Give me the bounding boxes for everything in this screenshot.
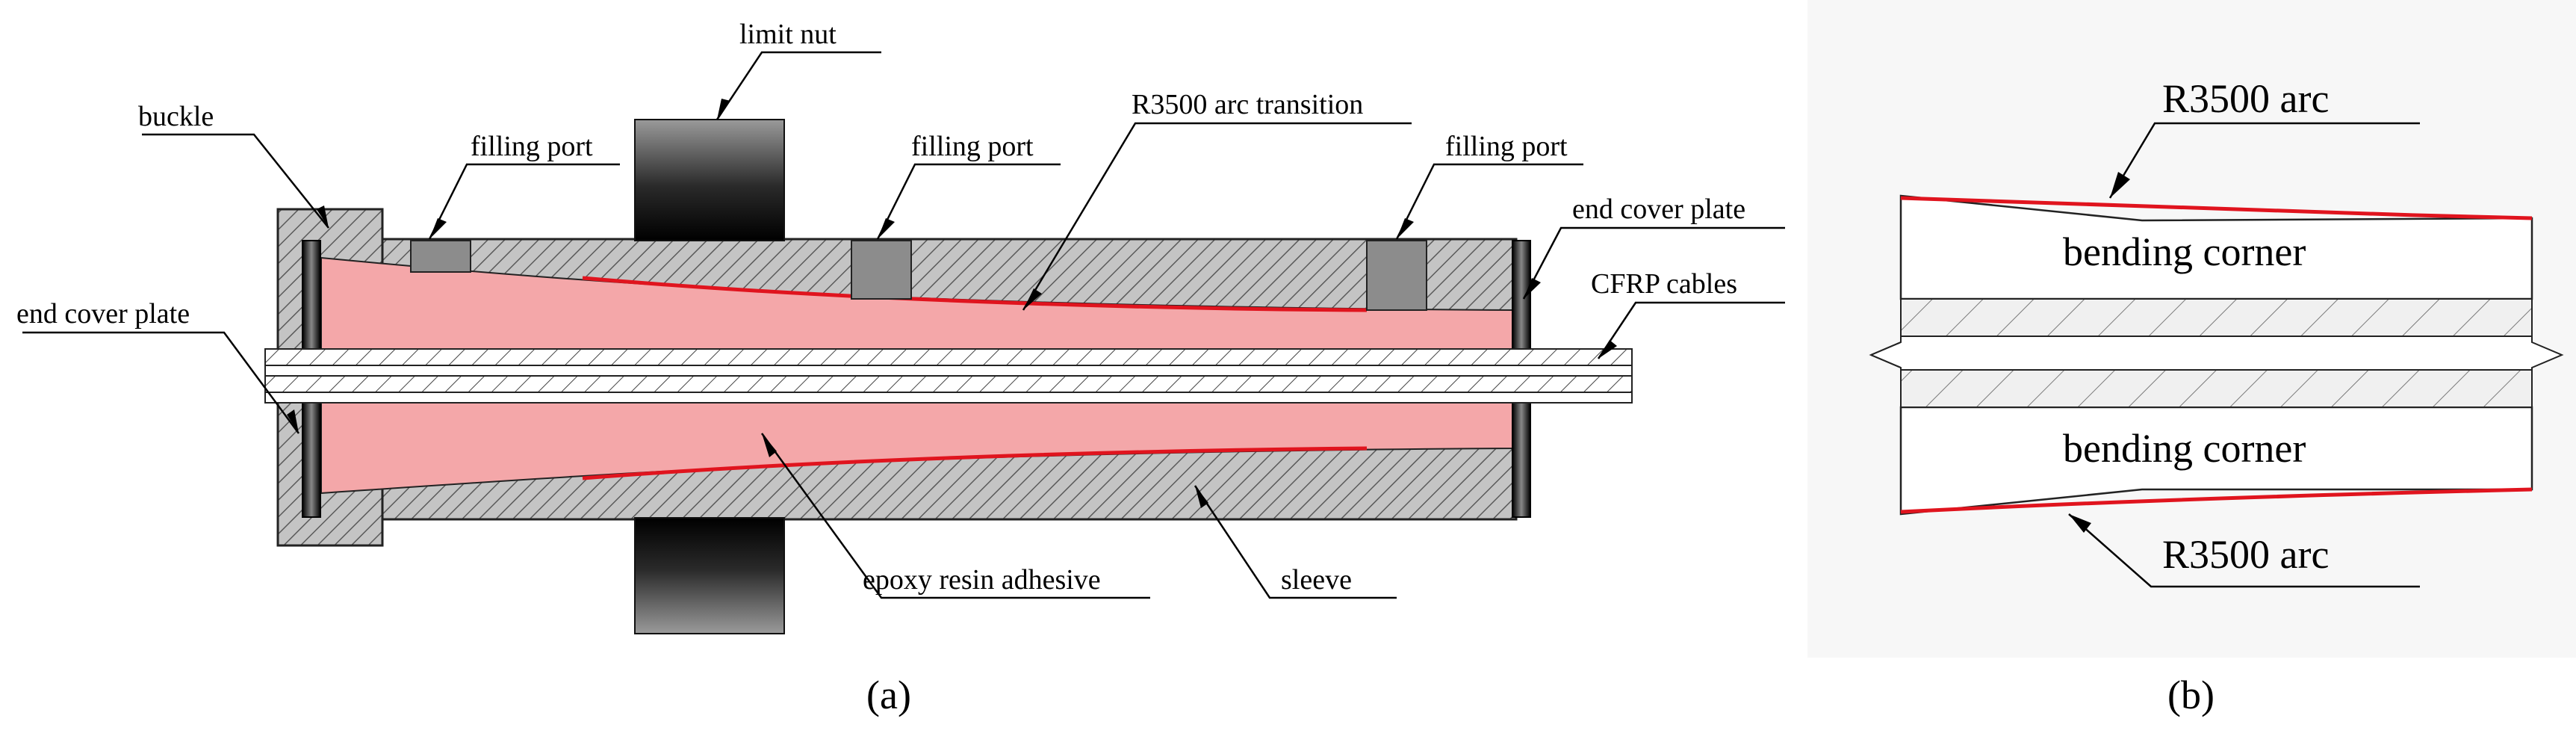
label-limit-nut: limit nut <box>739 19 837 50</box>
b-label-r3500-top: R3500 arc <box>2162 76 2329 121</box>
cfrp-cables <box>264 348 1633 404</box>
caption-a: (a) <box>866 673 911 717</box>
r3500-arc-upper <box>582 276 1368 312</box>
b-label-r3500-bottom: R3500 arc <box>2162 532 2329 577</box>
panel-b: R3500 arc bending corner bending corner … <box>1807 0 2576 717</box>
b-r3500-arc-bottom <box>1900 487 2533 514</box>
label-buckle: buckle <box>138 101 214 132</box>
caption-b: (b) <box>2167 673 2215 717</box>
filling-port-1 <box>410 240 471 273</box>
filling-port-3 <box>1366 240 1427 311</box>
b-r3500-arc-top <box>1900 196 2533 220</box>
label-epoxy: epoxy resin adhesive <box>863 564 1101 596</box>
label-cfrp-cables: CFRP cables <box>1591 268 1737 300</box>
r3500-arc-lower <box>582 446 1368 480</box>
upper-bending-block <box>1899 194 2533 300</box>
arrowheads-a <box>287 99 1617 508</box>
panel-a: limit nut buckle filling port filling po… <box>16 19 1785 717</box>
b-label-bending-bottom: bending corner <box>2063 426 2306 471</box>
label-end-cover-right: end cover plate <box>1572 194 1745 225</box>
label-r3500-transition: R3500 arc transition <box>1132 89 1363 120</box>
filling-port-2 <box>851 240 912 300</box>
arrowheads-b <box>2069 172 2130 533</box>
leader-lines-b <box>2068 122 2420 588</box>
label-filling-port-2: filling port <box>911 131 1034 162</box>
label-filling-port-3: filling port <box>1445 131 1568 162</box>
label-filling-port-1: filling port <box>471 131 593 162</box>
label-sleeve: sleeve <box>1281 564 1352 596</box>
b-cable-band <box>1869 298 2564 408</box>
b-label-bending-top: bending corner <box>2063 229 2306 274</box>
limit-nut-bottom <box>634 517 785 634</box>
label-end-cover-left: end cover plate <box>16 298 190 330</box>
leader-lines-a <box>22 51 1785 599</box>
limit-nut-top <box>634 119 785 241</box>
